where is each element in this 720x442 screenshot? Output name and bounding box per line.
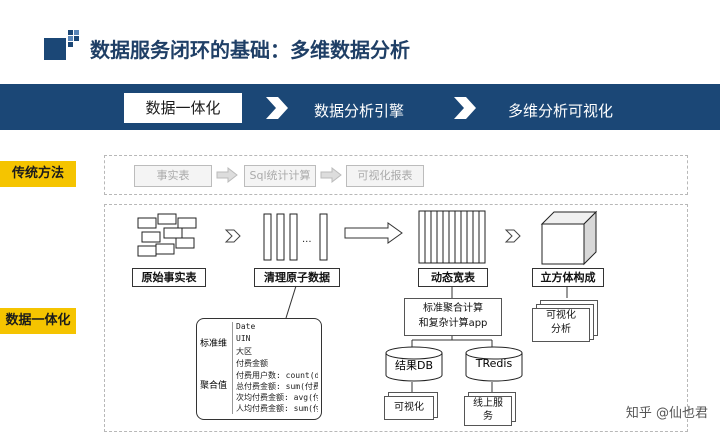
chevron-right-icon xyxy=(224,228,242,249)
arrow-right-icon xyxy=(344,222,404,249)
raw-fact-table-icon xyxy=(136,212,198,265)
chevron-right-icon xyxy=(450,94,478,122)
caption-wide-table: 动态宽表 xyxy=(418,268,488,287)
dim-row: Date xyxy=(236,322,256,331)
caption-cube: 立方体构成 xyxy=(532,268,604,287)
output-online-service-box: 线上服 务 xyxy=(464,396,512,426)
traditional-frame xyxy=(104,155,688,195)
detail-divider xyxy=(232,322,233,414)
dims-label: 标准维 xyxy=(200,339,228,349)
calc-app-box: 标准聚合计算 和复杂计算app xyxy=(404,298,502,336)
agg-label: 聚合值 xyxy=(200,381,228,391)
agg-row: 人均付费金额: sum(付费 xyxy=(236,404,318,413)
tredis-label: TRedis xyxy=(475,357,513,370)
wide-table-icon xyxy=(418,210,486,269)
step-data-integration: 数据一体化 xyxy=(124,93,242,123)
report-box: 可视化报表 xyxy=(346,165,424,187)
traditional-label: 传统方法 xyxy=(0,161,76,187)
dim-row: 大区 xyxy=(236,347,252,356)
agg-row: 总付费金额: sum(付费金 xyxy=(236,382,318,391)
agg-row: 付费用户数: count(dis xyxy=(236,371,318,380)
sql-calc-box: Sql统计计算 xyxy=(244,165,316,187)
watermark: 知乎 @仙也君 xyxy=(625,406,708,421)
step-analysis-engine: 数据分析引擎 xyxy=(314,102,405,120)
result-db-cylinder-icon xyxy=(384,346,444,387)
detail-callout xyxy=(196,318,322,420)
process-band xyxy=(0,84,720,130)
fact-table-box: 事实表 xyxy=(134,165,212,187)
chevron-right-icon xyxy=(504,228,522,249)
step-visualization: 多维分析可视化 xyxy=(508,102,614,120)
caption-atomic-data: 清理原子数据 xyxy=(254,268,340,287)
integrated-frame xyxy=(104,204,688,432)
page-title: 数据服务闭环的基础：多维数据分析 xyxy=(90,38,410,62)
dim-row: UIN xyxy=(236,334,251,343)
logo-icon xyxy=(40,28,82,64)
cube-icon xyxy=(540,210,598,271)
result-db-label: 结果DB xyxy=(394,359,434,372)
atomic-columns-icon: ... xyxy=(262,212,334,267)
agg-row: 次均付费金额: avg(付费 xyxy=(236,393,318,402)
svg-text:...: ... xyxy=(302,234,312,245)
output-visual-box: 可视化 xyxy=(384,396,434,420)
integrated-label: 数据一体化 xyxy=(0,308,76,334)
arrow-right-icon xyxy=(320,166,342,188)
dim-row: 付费金额 xyxy=(236,359,268,368)
chevron-right-icon xyxy=(262,94,290,122)
tredis-cylinder-icon xyxy=(464,346,524,387)
visual-analysis-box: 可视化 分析 xyxy=(532,308,590,342)
caption-raw-fact: 原始事实表 xyxy=(132,268,206,287)
arrow-right-icon xyxy=(216,166,238,188)
